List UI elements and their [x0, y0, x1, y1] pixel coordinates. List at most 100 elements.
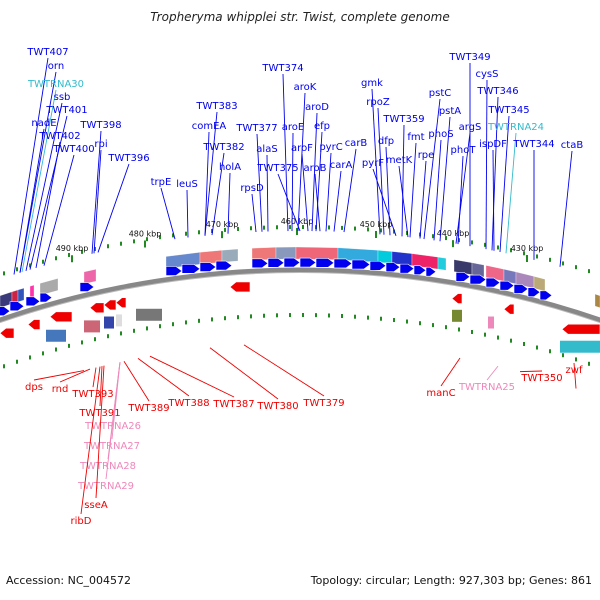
tick-mark [107, 334, 109, 339]
reverse-gene-arrows [0, 281, 600, 339]
forward-leader-line [256, 133, 263, 232]
tick-mark [588, 269, 590, 274]
tick-mark [510, 248, 512, 253]
reverse-gene-label: sseA [84, 500, 108, 511]
tick-mark [224, 227, 226, 232]
tick-mark [445, 236, 447, 241]
tick-mark [588, 361, 590, 366]
forward-leader-line [439, 116, 451, 242]
forward-leader-line [343, 148, 357, 233]
forward-leader-line [499, 115, 510, 253]
forward-gene-label: dfp [378, 136, 394, 147]
forward-gene-label: alaS [256, 144, 277, 155]
tick-mark [159, 235, 161, 240]
forward-leader-line [325, 152, 332, 232]
forward-leader-line [13, 57, 49, 275]
scale-label: 480 kbp [129, 229, 162, 238]
tick-mark [185, 231, 187, 236]
reverse-leader-line [486, 365, 499, 381]
tick-mark [198, 318, 200, 323]
tick-mark [68, 252, 70, 257]
tick-mark [81, 249, 83, 254]
forward-leader-line [211, 152, 225, 236]
forward-gene-arrow [385, 262, 401, 272]
forward-leader-line [371, 88, 381, 235]
reverse-gene-arrow [89, 302, 105, 314]
scale-label: 490 kbp [56, 244, 89, 253]
tick-mark [341, 314, 343, 319]
feature-block [136, 308, 162, 321]
tick-mark [406, 230, 408, 235]
forward-gene-label: TWTRNA24 [487, 122, 544, 133]
genes-label: Genes: [529, 574, 568, 587]
forward-leader-line [204, 131, 210, 236]
forward-gene-arrow [333, 258, 353, 269]
reverse-gene-label: TWT387 [212, 399, 254, 410]
forward-leader-line [372, 168, 397, 236]
forward-gene-label: pstC [429, 88, 451, 99]
feature-block [46, 329, 66, 342]
feature-block [275, 246, 297, 260]
reverse-leader-line [440, 357, 461, 387]
forward-gene-arrow [399, 263, 415, 274]
tick-mark [289, 313, 291, 318]
forward-leader-line [385, 146, 391, 236]
accession-value: NC_004572 [67, 574, 132, 587]
tick-mark [250, 314, 252, 319]
forward-gene-label: pstA [439, 106, 461, 117]
tick-mark [406, 319, 408, 324]
forward-leader-line [186, 189, 189, 238]
forward-leader-line [401, 124, 405, 237]
forward-leader-line [43, 154, 75, 266]
tick-mark [146, 237, 148, 242]
forward-gene-label: carB [345, 138, 368, 149]
forward-leader-line [251, 193, 257, 233]
tick-mark [367, 227, 369, 232]
tick-mark [29, 263, 31, 268]
tick-mark [250, 226, 252, 231]
scale-major-tick [375, 230, 377, 238]
forward-leader-line [204, 111, 218, 236]
forward-gene-label: aroK [294, 82, 317, 93]
forward-gene-label: ssb [54, 92, 71, 103]
tick-mark [146, 326, 148, 331]
forward-leader-line [333, 170, 342, 232]
reverse-gene-arrow [115, 297, 127, 308]
tick-mark [419, 321, 421, 326]
tick-mark [185, 320, 187, 325]
forward-gene-arrow [413, 265, 427, 276]
forward-leader-line [419, 160, 427, 239]
forward-gene-label: TWT359 [382, 114, 424, 125]
feature-block [39, 278, 59, 296]
forward-gene-label: TWT375 [256, 163, 298, 174]
forward-leader-line [377, 107, 385, 235]
tick-mark [133, 328, 135, 333]
reverse-gene-label: manC [426, 388, 455, 399]
tick-mark [484, 332, 486, 337]
reverse-gene-arrow [49, 311, 73, 323]
forward-gene-arrow [499, 280, 515, 291]
reverse-gene-label: TWTRNA29 [77, 481, 134, 492]
scale-major-tick [452, 240, 454, 248]
forward-gene-arrow [315, 258, 335, 268]
outer-tick-ring [3, 225, 590, 276]
tick-mark [16, 267, 18, 272]
scale-label: 470 kbp [206, 220, 239, 229]
tick-mark [16, 359, 18, 364]
reverse-leader-line [573, 362, 577, 389]
forward-gene-label: efp [314, 121, 330, 132]
forward-leader-line [291, 132, 294, 232]
reverse-gene-label: rnd [52, 384, 69, 395]
tick-mark [536, 345, 538, 350]
feature-block [560, 340, 600, 353]
forward-gene-label: comEA [192, 121, 227, 132]
forward-leader-line [301, 153, 309, 232]
tick-mark [328, 313, 330, 318]
reverse-leader-line [92, 367, 97, 388]
forward-gene-label: TWT407 [26, 47, 68, 58]
forward-gene-label: phoS [428, 129, 453, 140]
forward-gene-arrow [25, 296, 41, 307]
forward-gene-arrow [469, 274, 487, 285]
forward-leader-line [266, 154, 269, 232]
forward-leader-line [97, 163, 130, 253]
